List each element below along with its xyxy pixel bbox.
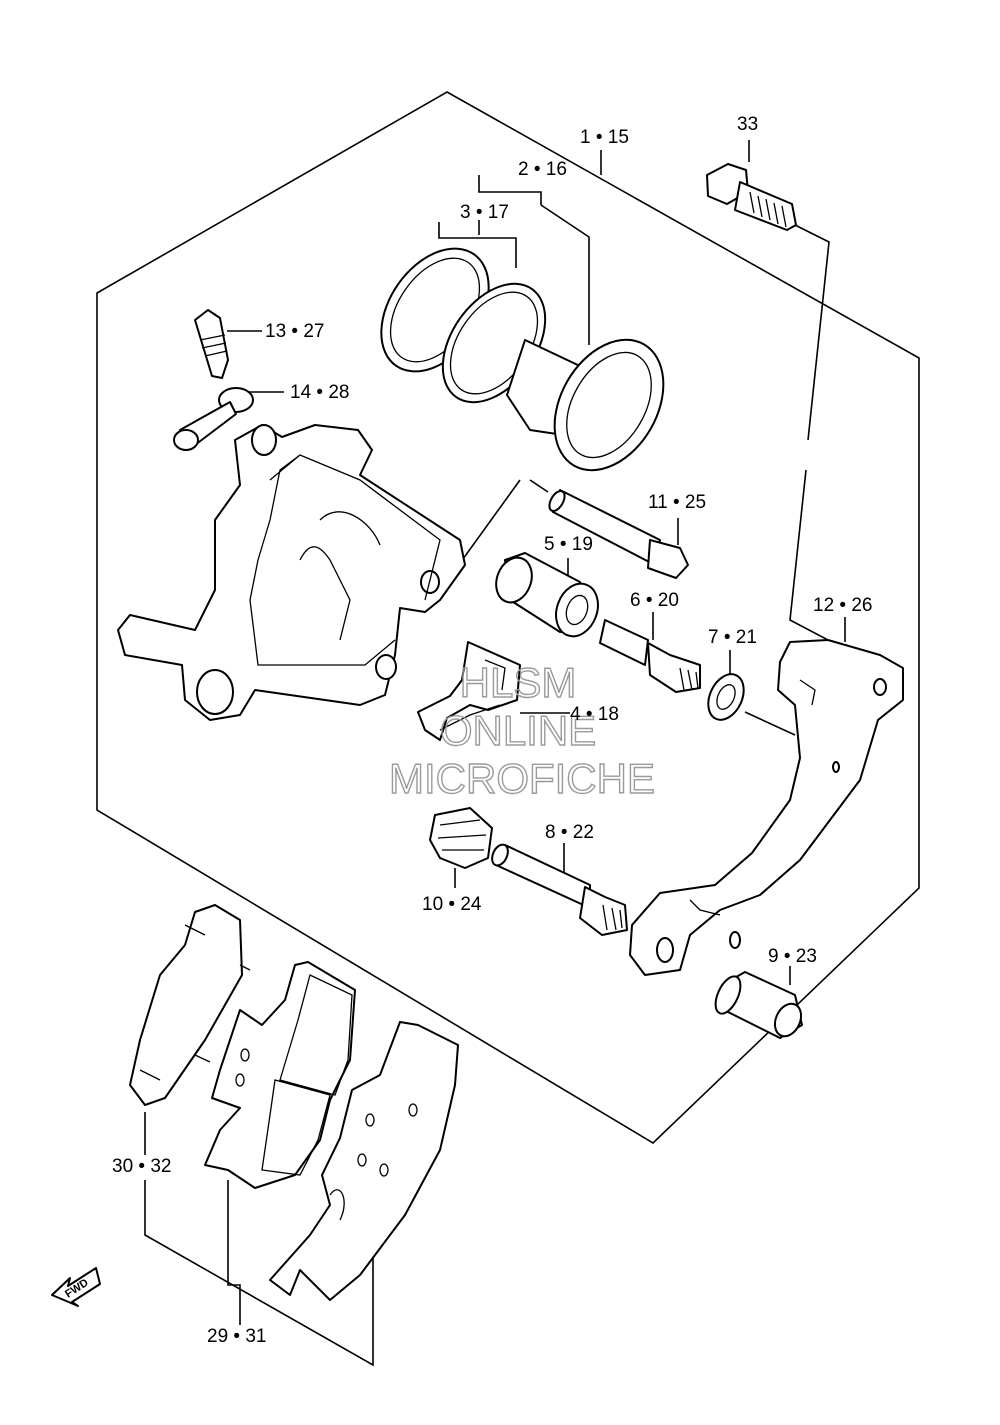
callout-14-28: 14 • 28 — [290, 382, 349, 403]
watermark: HLSM ONLINE MICROFICHE — [388, 658, 655, 802]
watermark-line-1: HLSM — [460, 659, 577, 706]
callout-2-16: 2 • 16 — [518, 159, 567, 180]
washer-7 — [707, 673, 745, 721]
pin-6 — [599, 619, 701, 693]
slide-pin-11 — [548, 489, 689, 579]
callout-6-20: 6 • 20 — [630, 590, 679, 611]
assembly-boundary — [96, 91, 920, 1145]
brake-pad-29 — [204, 961, 356, 1189]
caliper-body — [117, 424, 466, 721]
sleeve-9 — [714, 971, 803, 1039]
watermark-line-2: ONLINE — [440, 707, 596, 754]
dust-boot-10 — [429, 807, 493, 869]
callout-13-27: 13 • 27 — [265, 321, 324, 342]
callout-1-15: 1 • 15 — [580, 127, 629, 148]
callout-33: 33 — [737, 114, 758, 135]
callout-11-25: 11 • 25 — [648, 492, 706, 513]
callout-labels: 1 • 15 2 • 16 3 • 17 33 13 • 27 14 • 28 … — [112, 114, 872, 1347]
bushing-5 — [495, 552, 599, 638]
pin-8 — [491, 843, 628, 936]
callout-12-26: 12 • 26 — [813, 595, 872, 616]
watermark-line-3: MICROFICHE — [389, 755, 655, 802]
callout-7-21: 7 • 21 — [708, 627, 757, 648]
bleeder-cap — [173, 387, 254, 451]
callout-4-18: 4 • 18 — [570, 704, 619, 725]
callout-9-23: 9 • 23 — [768, 946, 817, 967]
caliper-bracket-12 — [629, 639, 904, 976]
callout-5-19: 5 • 19 — [544, 534, 593, 555]
brake-pad-30 — [129, 904, 251, 1106]
fwd-direction-arrow: FWD — [51, 1267, 101, 1307]
pad-spring-4 — [417, 641, 521, 741]
callout-10-24: 10 • 24 — [422, 894, 482, 915]
brake-piston — [506, 338, 665, 472]
callout-30-32: 30 • 32 — [112, 1156, 171, 1177]
callout-29-31: 29 • 31 — [207, 1326, 266, 1347]
callout-3-17: 3 • 17 — [460, 202, 509, 223]
callout-8-22: 8 • 22 — [545, 822, 594, 843]
bolt-33 — [706, 163, 797, 231]
bleeder-screw — [194, 309, 229, 379]
piston-seals — [380, 247, 547, 404]
pad-shim-31 — [269, 1021, 459, 1301]
